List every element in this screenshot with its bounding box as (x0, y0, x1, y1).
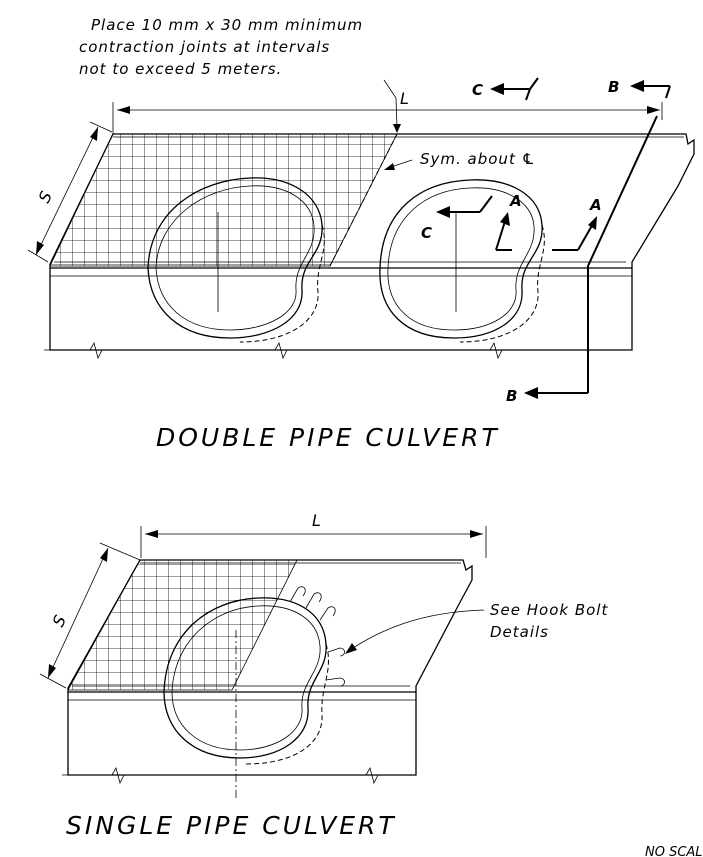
double-pipe-culvert: L S Sym. about ℄ (27, 77, 695, 452)
note-leader-arrow (393, 124, 401, 133)
section-a-right-label: A (589, 196, 602, 214)
contraction-joint-note: Place 10 mm x 30 mm minimum contraction … (79, 16, 401, 133)
dim-label-S-top: S (35, 188, 57, 205)
dim-line-S-bottom (47, 547, 109, 679)
scale-note: NO SCALE (645, 845, 703, 857)
note-leader (383, 79, 398, 129)
culvert-face (49, 268, 633, 351)
slab-bottom-outline (67, 559, 473, 693)
note-line-1: Place 10 mm x 30 mm minimum (91, 16, 363, 34)
dim-label-L-top: L (400, 89, 409, 108)
symmetry-line (329, 133, 398, 267)
section-c-top-label: C (472, 81, 483, 99)
double-pipe-title: DOUBLE PIPE CULVERT (156, 423, 500, 452)
see-hook-bolt-line-1: See Hook Bolt (490, 601, 608, 619)
grid-reinforcement-top (50, 134, 397, 266)
dim-label-S-bottom: S (49, 612, 71, 629)
pipe-opening-single (163, 597, 327, 759)
grid-reinforcement-bottom (68, 560, 297, 690)
culvert-face-bottom (67, 692, 417, 776)
section-b-bottom-label: B (506, 387, 517, 405)
hook-bolts (289, 586, 345, 687)
sym-about-label: Sym. about ℄ (420, 150, 536, 168)
see-hook-bolt-line-2: Details (490, 623, 549, 641)
slab-top-outline (49, 133, 695, 269)
section-b-cut-line (587, 115, 658, 393)
single-pipe-title: SINGLE PIPE CULVERT (66, 811, 397, 840)
section-a-left-label: A (509, 192, 522, 210)
break-line-top (44, 341, 632, 360)
section-b-top-label: B (608, 78, 619, 96)
single-pipe-culvert: L S See Hook Bolt (39, 511, 703, 857)
note-line-3: not to exceed 5 meters. (79, 60, 282, 78)
pipe-opening-right (379, 179, 543, 339)
hook-bolt-leader (349, 609, 485, 651)
break-line-bottom (62, 766, 416, 785)
section-c-inner-label: C (421, 224, 432, 242)
dim-line-S-top (35, 126, 99, 256)
note-line-2: contraction joints at intervals (79, 38, 330, 56)
dim-label-L-bottom: L (312, 511, 321, 530)
pipe-opening-left (147, 177, 323, 339)
